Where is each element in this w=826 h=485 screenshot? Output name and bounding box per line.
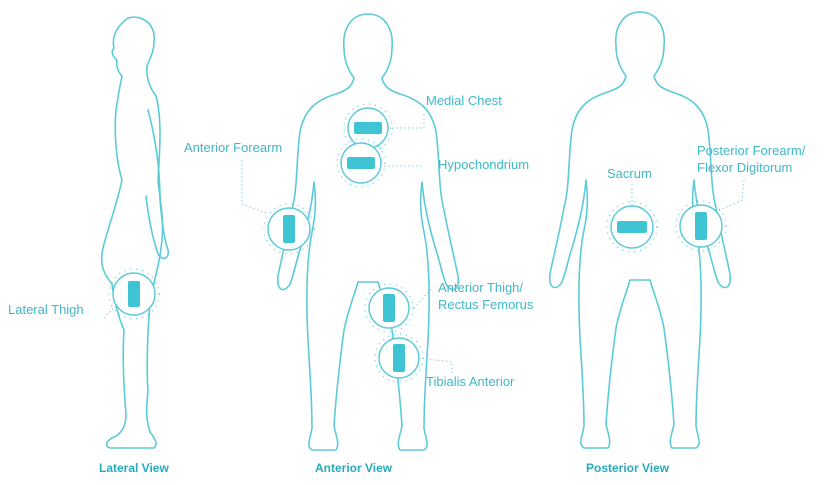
sensor-tibialis-anterior bbox=[375, 334, 423, 382]
view-title-lateral: Lateral View bbox=[99, 461, 169, 475]
label-hypochondrium: Hypochondrium bbox=[438, 157, 529, 173]
sensor-lateral-thigh bbox=[109, 269, 159, 319]
sensor-patch bbox=[617, 221, 647, 233]
sensor-anterior-forearm bbox=[264, 204, 314, 254]
sensor-patch bbox=[128, 281, 140, 307]
sensor-patch bbox=[347, 157, 375, 169]
view-title-anterior: Anterior View bbox=[315, 461, 392, 475]
sensor-patch bbox=[383, 294, 395, 322]
leader-medial-chest bbox=[388, 112, 424, 128]
label-medial-chest: Medial Chest bbox=[426, 93, 502, 109]
sensor-patch bbox=[354, 122, 382, 134]
view-title-posterior: Posterior View bbox=[586, 461, 669, 475]
leader-lateral-thigh bbox=[104, 304, 118, 318]
label-tibialis-anterior: Tibialis Anterior bbox=[426, 374, 514, 390]
label-anterior-thigh-line1: Anterior Thigh/ bbox=[438, 280, 523, 296]
label-anterior-thigh-line2: Rectus Femorus bbox=[438, 297, 533, 313]
sensor-anterior-thigh bbox=[365, 284, 413, 332]
lateral-arm-outline bbox=[146, 110, 168, 258]
label-anterior-forearm: Anterior Forearm bbox=[184, 140, 282, 156]
sensor-sacrum bbox=[607, 202, 657, 252]
sensor-patch bbox=[283, 215, 295, 243]
label-sacrum: Sacrum bbox=[607, 166, 652, 182]
sensor-patch bbox=[393, 344, 405, 372]
leader-anterior-forearm bbox=[242, 160, 268, 214]
label-lateral-thigh: Lateral Thigh bbox=[8, 302, 84, 318]
label-posterior-forearm-line1: Posterior Forearm/ bbox=[697, 143, 805, 159]
lateral-body-outline bbox=[102, 17, 163, 448]
label-posterior-forearm-line2: Flexor Digitorum bbox=[697, 160, 792, 176]
leader-posterior-forearm bbox=[716, 180, 744, 212]
sensor-posterior-forearm bbox=[676, 201, 726, 251]
lateral-figure bbox=[102, 17, 169, 448]
sensor-patch bbox=[695, 212, 707, 240]
